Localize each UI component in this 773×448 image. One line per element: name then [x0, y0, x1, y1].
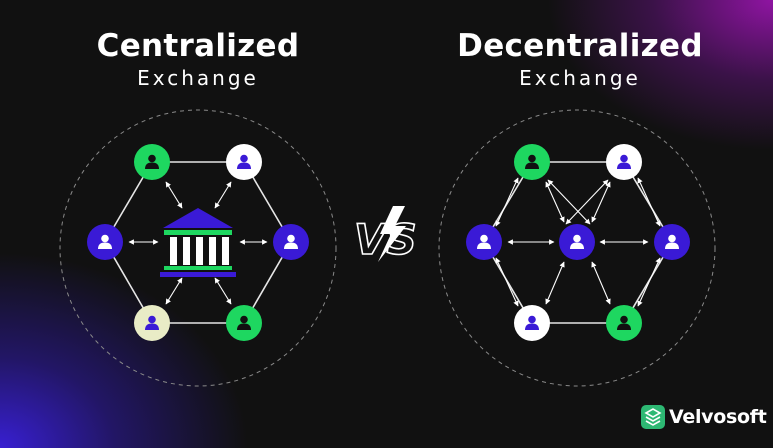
centralized-node-bottom-right — [226, 305, 262, 341]
decentralized-peer-arrows — [495, 177, 661, 307]
vs-label: VS — [354, 215, 417, 264]
centralized-title: Centralized — [96, 28, 300, 64]
centralized-node-top-left — [134, 144, 170, 180]
decentralized-node-center — [559, 224, 595, 260]
centralized-node-bottom-left — [134, 305, 170, 341]
decentralized-node-top-left — [514, 144, 550, 180]
centralized-node-right — [273, 224, 309, 260]
decentralized-heading: Decentralized Exchange — [430, 28, 730, 91]
centralized-bank-arrows — [128, 181, 268, 305]
decentralized-node-left — [466, 224, 502, 260]
decentralized-node-top-right — [606, 144, 642, 180]
decentralized-node-bottom-right — [606, 305, 642, 341]
velvosoft-logo-icon — [641, 405, 665, 429]
lightning-icon — [378, 206, 406, 262]
brand-name: Velvosoft — [669, 406, 767, 428]
decentralized-title: Decentralized — [457, 28, 703, 64]
centralized-boundary — [59, 109, 337, 387]
vs-badge: VS — [353, 206, 418, 265]
bank-icon — [160, 208, 236, 277]
decentralized-node-right — [654, 224, 690, 260]
centralized-subtitle: Exchange — [137, 66, 259, 90]
brand-logo: Velvosoft — [641, 405, 767, 429]
centralized-node-top-right — [226, 144, 262, 180]
decentralized-subtitle: Exchange — [519, 66, 641, 90]
centralized-node-left — [87, 224, 123, 260]
decentralized-boundary — [438, 109, 716, 387]
decentralized-node-bottom-left — [514, 305, 550, 341]
centralized-heading: Centralized Exchange — [48, 28, 348, 91]
